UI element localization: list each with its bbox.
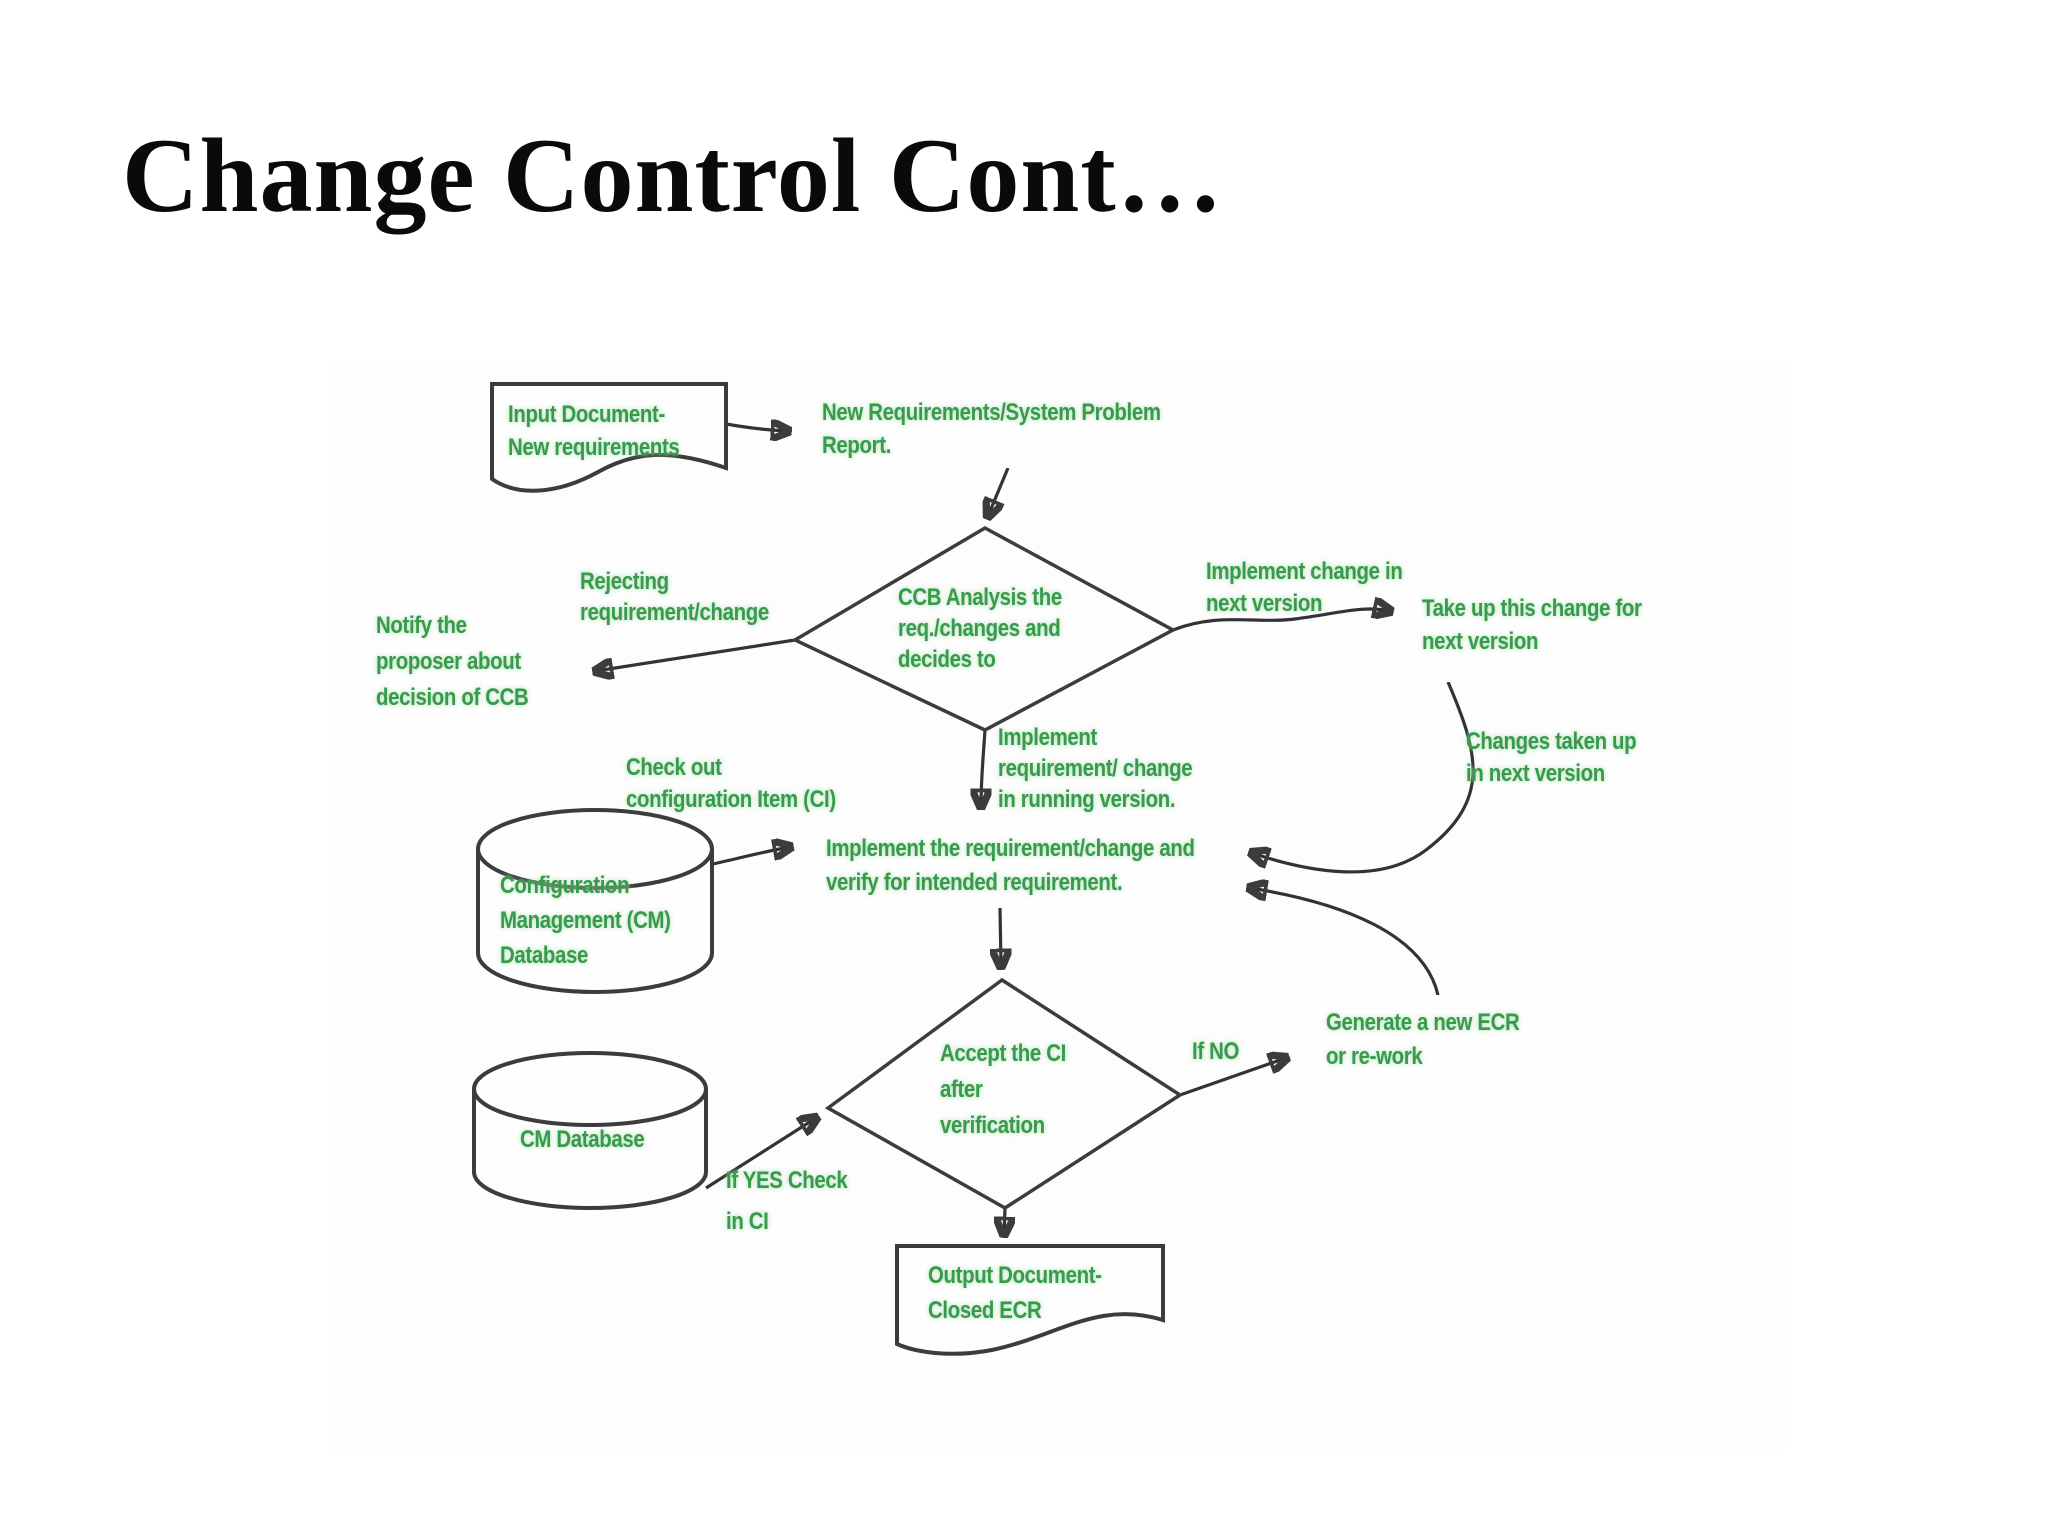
input-document-shape (490, 382, 728, 493)
input-document-label: Input Document- New requirements (508, 401, 680, 461)
arrow-input-to-report (725, 424, 788, 431)
ccb-analysis-label: CCB Analysis the req./changes and decide… (898, 584, 1062, 673)
cm-database-main-label: Configuration Management (CM) Database (500, 872, 671, 969)
arrow-ccb-to-implement (981, 729, 985, 806)
take-up-change-label: Take up this change for next version (1422, 595, 1642, 655)
edge-label-check-out: Check out configuration Item (CI) (626, 754, 836, 813)
ccb-analysis-diamond (791, 525, 1177, 732)
arrow-cmdb2-to-accept (705, 1118, 816, 1190)
output-document-label: Output Document- Closed ECR (928, 1262, 1102, 1324)
cm-database-small-top (472, 1051, 708, 1127)
edge-label-changes-taken-up: Changes taken up in next version (1466, 728, 1637, 787)
edge-label-if-yes: If YES Check in CI (726, 1167, 848, 1235)
arrow-ccb-to-takeup (1172, 609, 1390, 632)
curve-takeup-to-implement (1252, 681, 1475, 874)
page-title: Change Control Cont… (122, 117, 1224, 234)
notify-proposer-shape (355, 588, 573, 753)
generate-ecr-label: Generate a new ECR or re-work (1326, 1009, 1520, 1070)
curve-ecr-to-implement (1250, 888, 1440, 996)
implement-verify-shape (805, 818, 1243, 908)
accept-ci-label: Accept the CI after verification (940, 1040, 1066, 1139)
arrow-accept-to-ecr (1179, 1058, 1286, 1097)
arrow-ccb-to-notify (596, 638, 796, 671)
edge-label-if-no: If NO (1192, 1038, 1240, 1065)
cm-database-main-top (476, 808, 714, 890)
arrow-cmdb-to-implement (712, 847, 790, 866)
edge-label-implement-next-version: Implement change in next version (1206, 558, 1403, 617)
edge-label-rejecting: Rejecting requirement/change (580, 568, 769, 626)
arrow-accept-to-output (1004, 1207, 1005, 1234)
generate-ecr-shape (1303, 995, 1555, 1087)
take-up-change-shape (1400, 580, 1660, 682)
output-document-shape (895, 1244, 1165, 1356)
arrow-report-to-ccb (988, 467, 1010, 516)
arrow-implement-to-accept (1000, 907, 1001, 966)
edge-label-implement-running: Implement requirement/ change in running… (998, 724, 1193, 813)
new-requirements-shape (800, 384, 1240, 468)
implement-verify-label: Implement the requirement/change and ver… (826, 835, 1195, 896)
accept-ci-diamond (824, 977, 1184, 1211)
new-requirements-label: New Requirements/System Problem Report. (822, 399, 1161, 459)
cm-database-small-label: CM Database (520, 1126, 645, 1153)
notify-proposer-label: Notify the proposer about decision of CC… (376, 612, 529, 711)
